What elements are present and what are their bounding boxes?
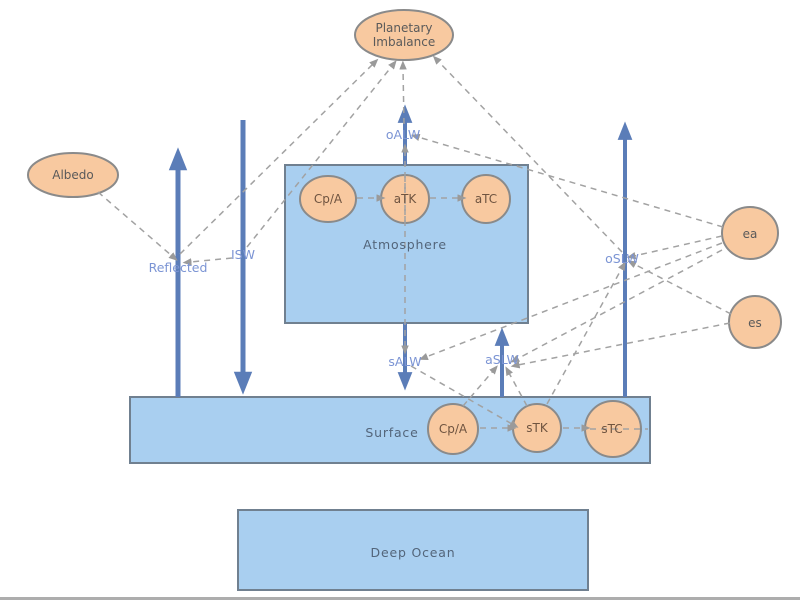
link-es-aslw[interactable] — [510, 322, 731, 369]
variable-ea[interactable] — [721, 206, 779, 260]
planetary-imbalance-label-line1: Planetary — [375, 21, 432, 35]
salw-flow-label[interactable]: sALW — [388, 354, 421, 369]
link-cpa-aslw[interactable] — [462, 365, 498, 407]
converter-cp-a-surface[interactable] — [427, 403, 479, 455]
stk-label: sTK — [526, 421, 549, 435]
aslw-flow-label[interactable]: aSLW — [485, 352, 519, 367]
link-ea-oalw[interactable] — [410, 133, 724, 228]
variable-planetary-imbalance[interactable] — [354, 9, 454, 61]
isw-flow-label[interactable]: ISW — [231, 247, 255, 262]
link-oalw-planetary-imbalance[interactable] — [399, 60, 407, 125]
converter-cp-a-atmosphere[interactable] — [299, 175, 357, 223]
link-isw-reflected[interactable] — [182, 257, 233, 266]
atmosphere-label: Atmosphere — [363, 237, 447, 252]
deep-ocean-label: Deep Ocean — [371, 545, 456, 560]
link-ea-aslw[interactable] — [510, 249, 723, 363]
planetary-imbalance-label-line2: Imbalance — [373, 35, 435, 49]
oslw-flow-label[interactable]: oSLW — [605, 251, 639, 266]
ea-label: ea — [743, 227, 758, 241]
link-stk-oslw[interactable] — [546, 261, 626, 405]
cp-a-surface-label: Cp/A — [439, 422, 468, 436]
window-bottom-edge — [0, 597, 800, 600]
link-es-oslw[interactable] — [627, 260, 732, 315]
link-reflected-planetary-imbalance[interactable] — [179, 58, 379, 255]
link-oslw-planetary-imbalance[interactable] — [432, 55, 623, 253]
surface-label: Surface — [365, 425, 418, 440]
link-ea-salw[interactable] — [419, 242, 723, 360]
cp-a-atmosphere-label: Cp/A — [314, 192, 343, 206]
variable-es[interactable] — [728, 295, 782, 349]
link-ea-oslw[interactable] — [626, 235, 723, 260]
albedo-label: Albedo — [52, 168, 94, 182]
es-label: es — [748, 316, 762, 330]
link-salw-stk[interactable] — [410, 365, 519, 428]
atk-label: aTK — [394, 192, 418, 206]
oalw-flow-label[interactable]: oALW — [386, 127, 420, 142]
atc-label: aTC — [475, 192, 497, 206]
variable-albedo[interactable] — [27, 152, 119, 198]
stock-deep-ocean[interactable] — [237, 509, 589, 591]
link-albedo-reflected[interactable] — [97, 191, 178, 261]
reflected-flow-label[interactable]: Reflected — [149, 260, 208, 275]
stock-surface[interactable] — [129, 396, 651, 464]
link-isw-planetary-imbalance[interactable] — [246, 60, 397, 248]
stc-label: sTC — [601, 422, 622, 436]
